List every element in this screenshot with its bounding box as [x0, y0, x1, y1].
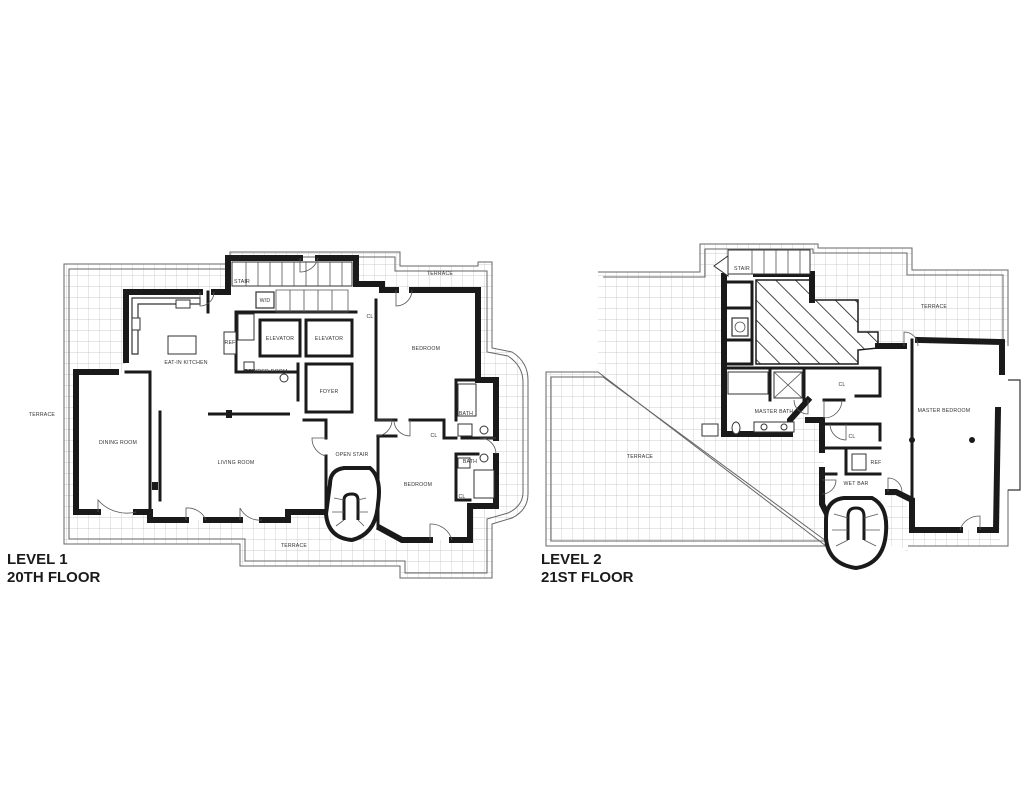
level1-label-bedroom-a: BEDROOM: [412, 346, 440, 352]
level2-sink-2: [780, 423, 788, 431]
level1-label-living: LIVING ROOM: [218, 460, 255, 466]
level1-pantry: [237, 313, 255, 341]
level1-label-cl-b: CL: [430, 433, 437, 439]
level1-label-foyer: FOYER: [320, 389, 339, 395]
level1-column: [226, 410, 232, 418]
level1-label-ref: REF: [225, 340, 236, 346]
level1-kitchen-island: [167, 335, 197, 355]
level2-interior-walls: [722, 280, 914, 502]
level1-sink-b: [457, 457, 471, 469]
level1-label-elevator-b: ELEVATOR: [315, 336, 343, 342]
level1-wd-box: [255, 291, 275, 309]
level1-shower-b: [473, 469, 495, 499]
level1-label-bath-a: BATH: [459, 411, 473, 417]
level1-title: LEVEL 1: [7, 551, 68, 568]
level2-vanity: [753, 421, 795, 433]
level2-laundry-circle: [734, 321, 746, 333]
level1-service-stair: [231, 261, 353, 313]
level2-label-wet-bar: WET BAR: [844, 481, 869, 487]
level2-ref: [851, 453, 867, 471]
level1-label-terrace-west: TERRACE: [29, 412, 56, 418]
level2-laundry-box: [731, 317, 749, 337]
level2-bay-window: [1008, 379, 1021, 491]
level1-terrace-parapet: [63, 251, 529, 579]
level2-label-terrace-ne: TERRACE: [921, 304, 948, 310]
level1-label-powder: POWDER ROOM: [244, 369, 287, 375]
level2-terrace-parapet-inner: [550, 248, 1004, 542]
level1-cooktop: [175, 299, 191, 309]
level1-interior-floor: [76, 258, 496, 544]
level2-label-ref: REF: [871, 460, 882, 466]
level2-subtitle: 21ST FLOOR: [541, 569, 634, 586]
level1-plan: TERRACE TERRACE TERRACE STAIR W/D EAT-IN…: [7, 251, 529, 586]
level2-label-stair: STAIR: [734, 266, 750, 272]
level2-shower-x: [773, 371, 803, 399]
level1-sink-a: [457, 423, 473, 437]
level2-column: [969, 437, 975, 443]
door-swing-icon: [97, 257, 497, 541]
level1-label-terrace-ne: TERRACE: [427, 271, 454, 277]
level1-label-wd: W/D: [260, 298, 271, 304]
door-swing-icon: [793, 331, 981, 531]
level2-plan: STAIR TERRACE TERRACE CL MASTER BATH MAS…: [541, 243, 1021, 586]
level2-sink-1: [760, 423, 768, 431]
level1-open-stair: [323, 466, 381, 543]
level2-toilet: [731, 421, 741, 435]
level1-ref: [223, 331, 237, 355]
level2-tub: [727, 371, 769, 395]
level1-label-stair: STAIR: [234, 279, 250, 285]
level1-label-bedroom-b: BEDROOM: [404, 482, 432, 488]
level1-toilet-a: [479, 425, 489, 435]
level2-label-terrace-main: TERRACE: [627, 454, 654, 460]
level1-terrace-parapet-inner: [68, 256, 524, 574]
level2-hvac: [701, 423, 719, 437]
level1-powder-toilet: [279, 373, 289, 383]
level1-label-cl-a: CL: [366, 314, 373, 320]
level2-label-cl-b: CL: [848, 434, 855, 440]
level1-column: [152, 482, 158, 490]
level2-spiral-stair: [824, 496, 889, 571]
level1-label-terrace-south: TERRACE: [281, 543, 308, 549]
level1-kitchen-sink: [131, 317, 141, 331]
level1-subtitle: 20TH FLOOR: [7, 569, 101, 586]
level1-label-elevator-a: ELEVATOR: [266, 336, 294, 342]
level2-stair: [713, 249, 811, 277]
level1-label-cl-c: CL: [458, 494, 465, 500]
level1-label-open-stair: OPEN STAIR: [335, 452, 368, 458]
level1-exterior-wall: [73, 369, 327, 523]
level1-tub-a: [457, 383, 477, 417]
level1-toilet-b: [479, 453, 489, 463]
level2-title: LEVEL 2: [541, 551, 602, 568]
level2-label-master-bath: MASTER BATH: [755, 409, 794, 415]
level2-column: [909, 437, 915, 443]
level1-label-dining: DINING ROOM: [99, 440, 137, 446]
level1-label-kitchen: EAT-IN KITCHEN: [164, 360, 207, 366]
level2-label-cl-a: CL: [838, 382, 845, 388]
level1-label-bath-b: BATH: [463, 459, 477, 465]
level2-label-master-bedroom: MASTER BEDROOM: [918, 408, 971, 414]
level1-powder-sink: [243, 361, 255, 371]
